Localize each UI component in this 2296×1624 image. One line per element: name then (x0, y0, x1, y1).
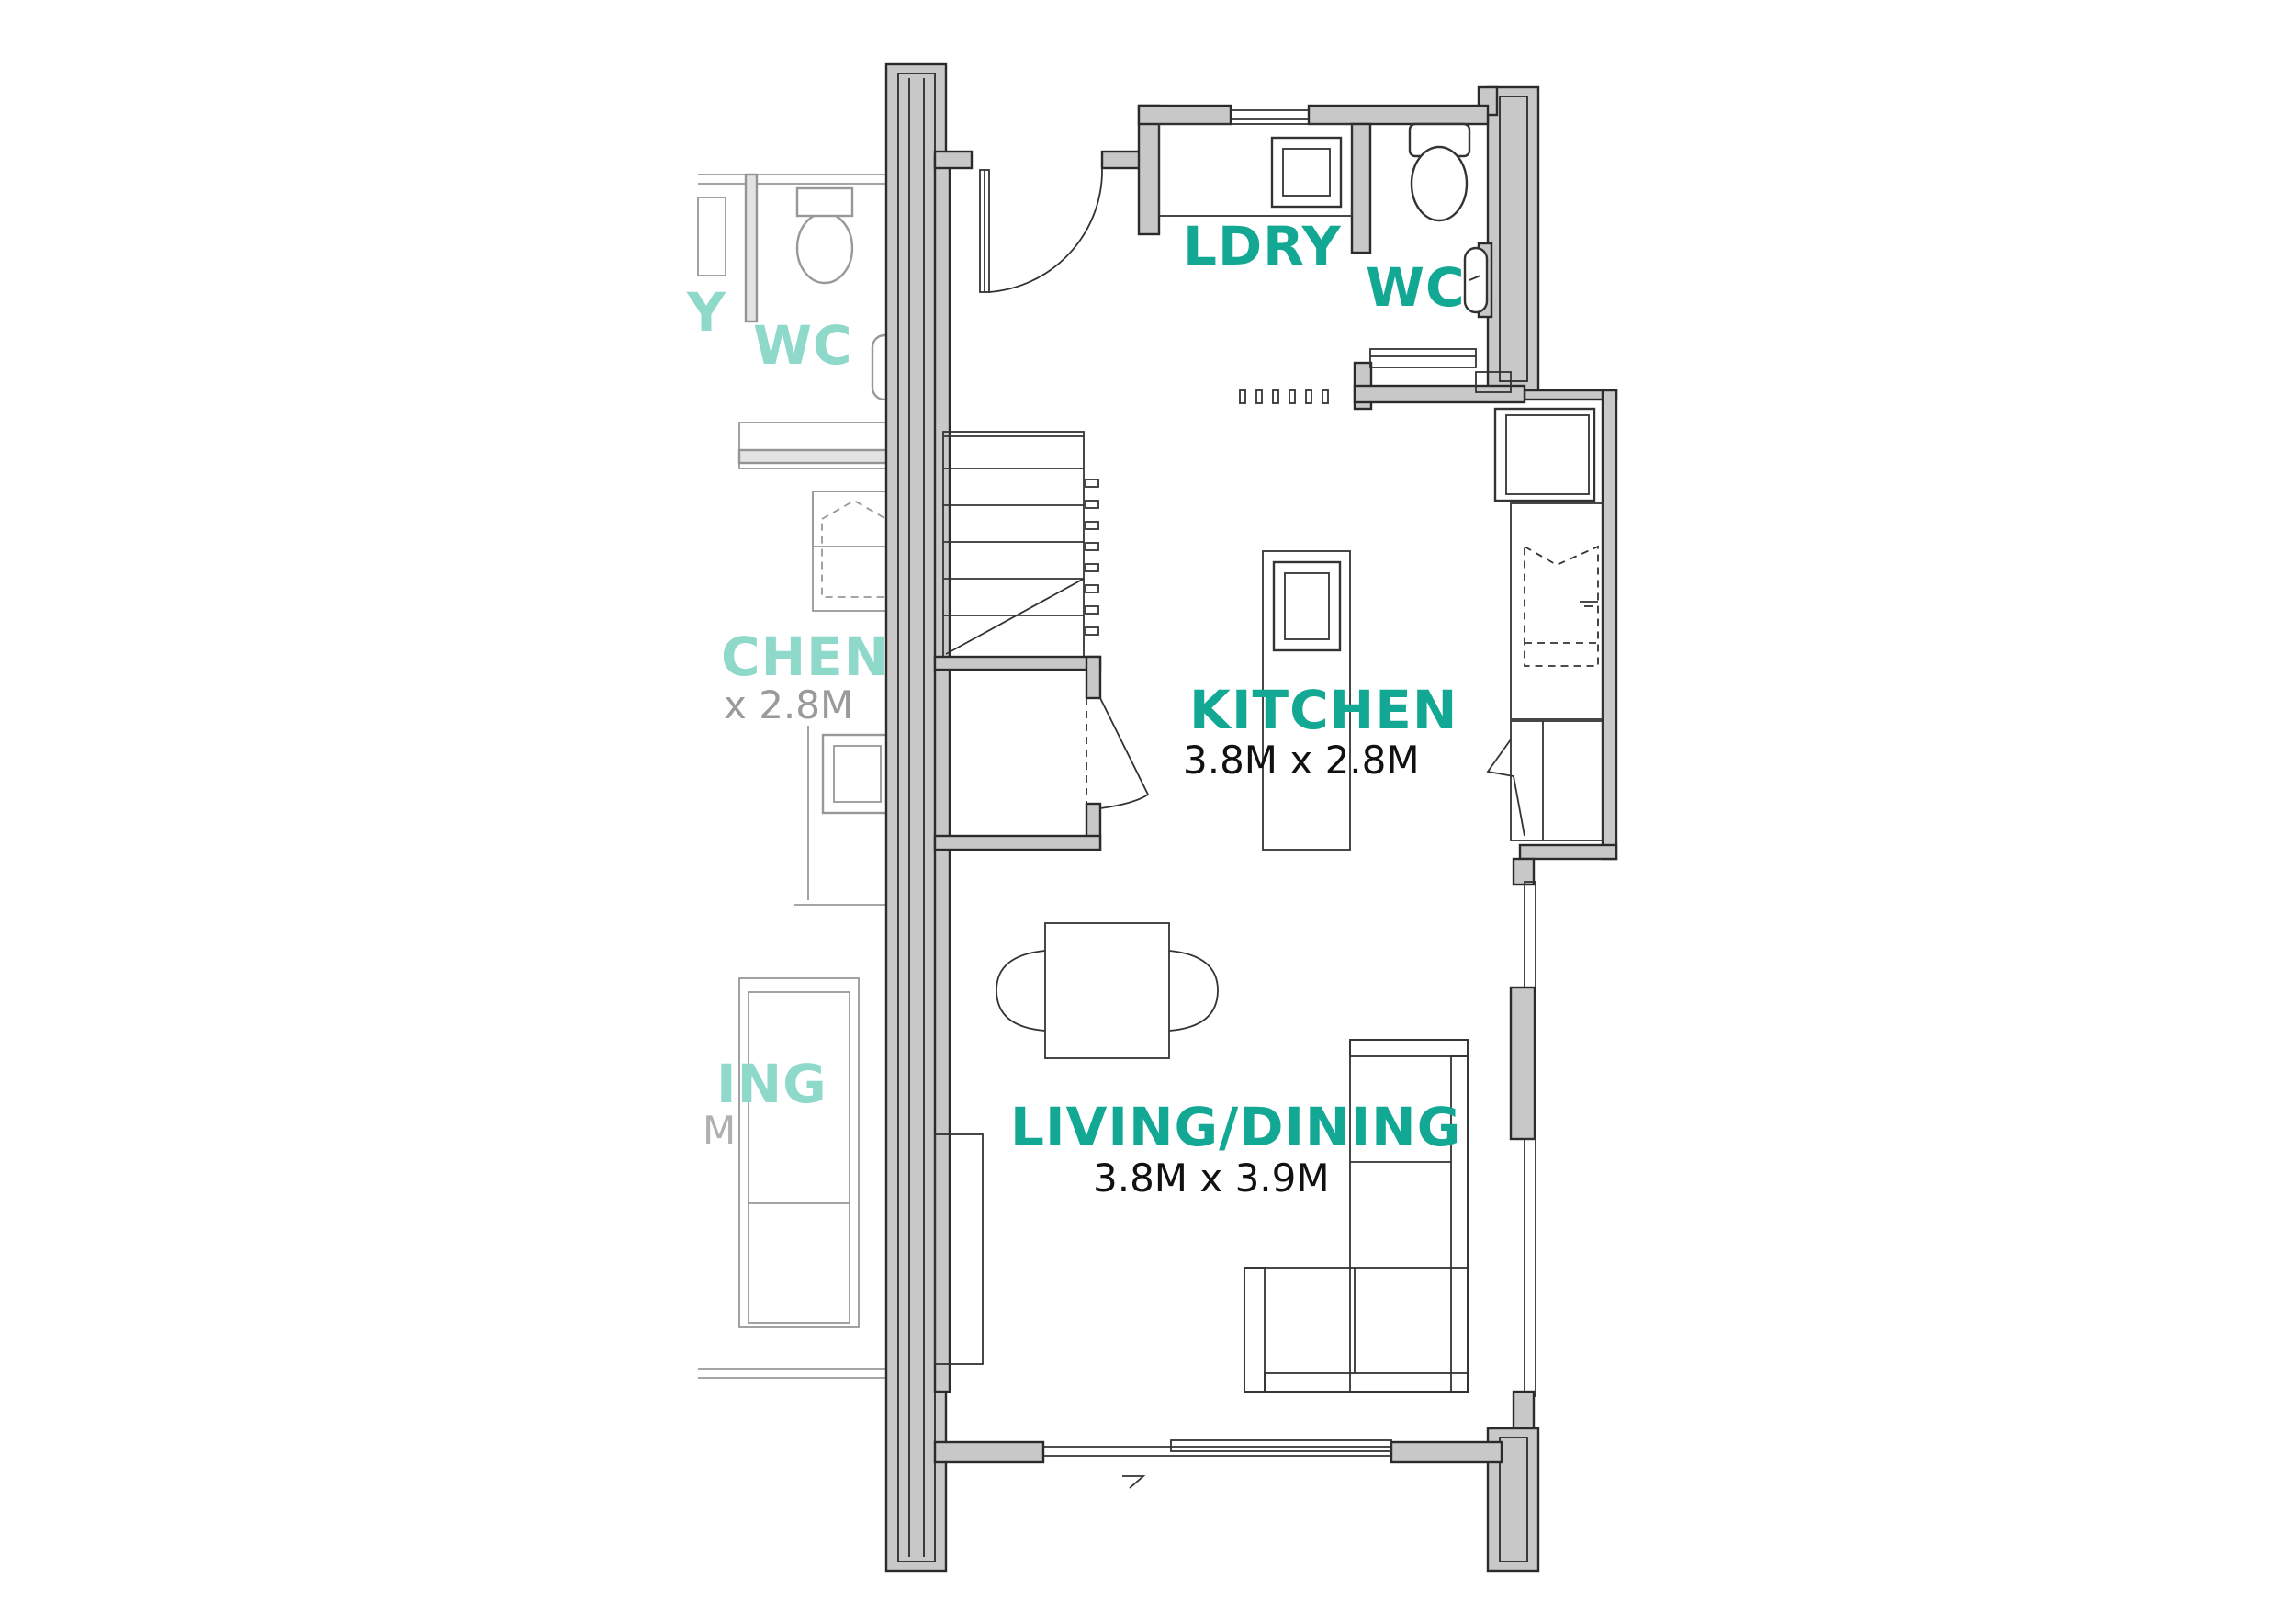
entry-door[interactable] (979, 167, 1103, 293)
laundry-tub-icon (1158, 123, 1353, 217)
bottom-wall (933, 1439, 1503, 1489)
cooktop-icon (1510, 502, 1604, 720)
dining-chair-icon (996, 950, 1046, 1032)
vent-grille-icon (1239, 389, 1329, 404)
party-wall (884, 62, 951, 1573)
ghost-wc-label: WC (753, 314, 853, 377)
staircase (942, 431, 1099, 658)
ghost-living-size: M (703, 1108, 736, 1153)
top-walls (933, 104, 1526, 411)
kitchen-cabinet (1486, 720, 1604, 841)
living-dining-label: LIVING/DINING (1010, 1096, 1461, 1158)
fridge-icon (1493, 407, 1596, 502)
dining-chair-icon (1168, 950, 1219, 1032)
ghost-ldry-label: Y (686, 281, 726, 344)
tv-unit (934, 1133, 984, 1365)
ghost-toilet-icon (795, 211, 854, 285)
wc-label: WC (1366, 256, 1466, 319)
wc-fixtures (1369, 122, 1512, 393)
kitchen-label: KITCHEN (1189, 679, 1458, 741)
ghost-kitchen-label: CHEN (721, 626, 889, 688)
ldry-label: LDRY (1183, 215, 1342, 277)
toilet-icon (1410, 145, 1469, 222)
sofa-icon (1244, 1039, 1469, 1393)
pantry-cupboard (933, 655, 1150, 851)
kitchen-island (1262, 550, 1351, 851)
kitchen-size: 3.8M x 2.8M (1183, 738, 1420, 783)
ghost-living-label: ING (716, 1053, 827, 1115)
right-wall (1477, 85, 1618, 1573)
ghost-kitchen-size: x 2.8M (724, 682, 853, 727)
living-dining-size: 3.8M x 3.9M (1093, 1156, 1330, 1201)
dining-table (996, 922, 1219, 1059)
